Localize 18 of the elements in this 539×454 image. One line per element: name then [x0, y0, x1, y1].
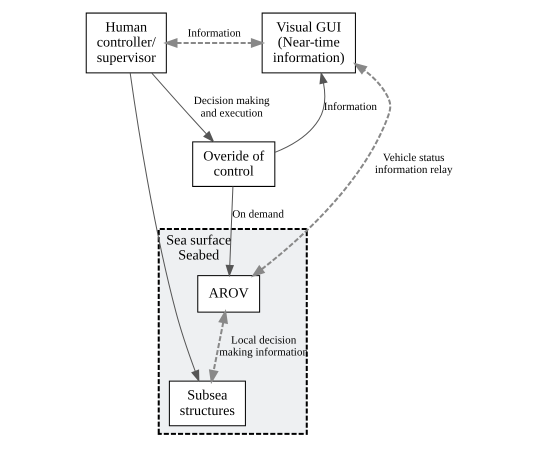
arrow — [226, 186, 234, 277]
node-box: Human controller/ supervisor — [86, 12, 167, 73]
node-box: AROV — [197, 274, 260, 312]
edge-label: Information — [324, 100, 377, 113]
edge-label: Decision making and execution — [194, 94, 270, 119]
arrow — [274, 71, 328, 152]
node-box: Subsea structures — [168, 380, 246, 426]
node-box: Overide of control — [192, 140, 276, 186]
arrow — [163, 37, 266, 48]
node-box: Visual GUI (Near-time information) — [262, 12, 356, 73]
edge-label: On demand — [232, 208, 284, 220]
arrow — [130, 72, 200, 382]
edge-label: Information — [188, 27, 241, 40]
arrow — [151, 72, 214, 142]
arrow — [208, 308, 228, 384]
edge-label: Local decision making information — [219, 334, 308, 358]
edge-label: Vehicle status information relay — [374, 151, 453, 176]
arrow — [250, 62, 392, 277]
